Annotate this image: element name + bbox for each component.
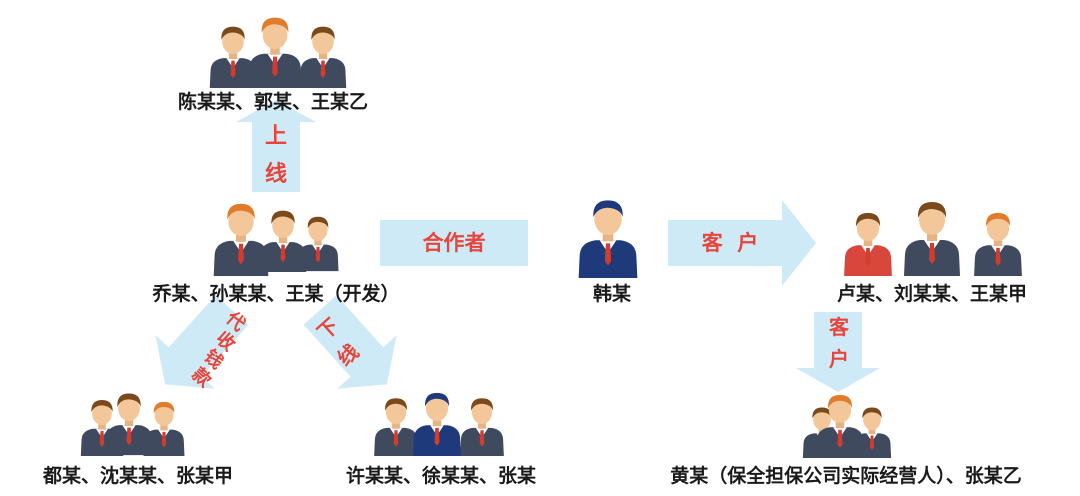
label-right-group: 卢某、刘某某、王某甲 (836, 283, 1028, 305)
label-bottom-left-group: 都某、沈某某、张某甲 (42, 465, 234, 487)
people-icon-bottom-left (80, 393, 185, 456)
people-icon-han (578, 200, 638, 278)
arrow-collect (155, 295, 249, 389)
label-han: 韩某 (592, 283, 632, 305)
people-icon-bottom-mid (374, 392, 504, 456)
label-center-group: 乔某、孙某某、王某（开发） (152, 283, 400, 305)
arrow-up-text: 上线 (264, 124, 287, 187)
label-bottom-mid-group: 许某某、徐某某、张某 (345, 465, 537, 487)
people-icon-bottom-right (802, 394, 892, 458)
client-down-text: 客户 (829, 315, 849, 371)
arrow-client-down (796, 312, 880, 392)
people-icon-center (213, 203, 339, 276)
people-icon-top (209, 17, 347, 88)
arrow-downline (303, 295, 397, 389)
partner-text: 合作者 (422, 231, 486, 255)
client-right-text: 客 户 (701, 231, 759, 255)
arrow-client-right (668, 200, 816, 286)
label-bottom-right-group: 黄某（保全担保公司实际经营人）、张某乙 (670, 465, 1022, 487)
people-icon-right (844, 202, 1022, 276)
label-top-group: 陈某某、郭某、王某乙 (177, 91, 369, 113)
arrow-up (236, 100, 316, 192)
partner-bar (380, 220, 528, 266)
